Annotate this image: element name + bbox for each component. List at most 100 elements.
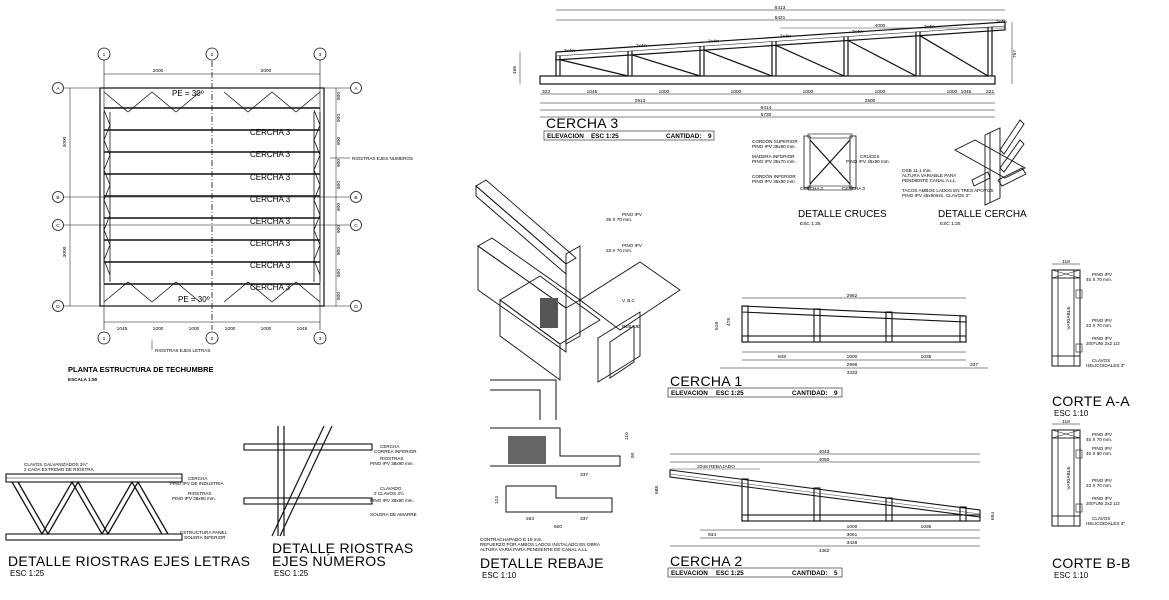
- plan-right-dim: 900: [336, 292, 342, 300]
- ca-note-5: PINO IPV: [1092, 336, 1113, 341]
- axis-bubble-label: D: [56, 304, 60, 310]
- c3-diagonal: [919, 35, 989, 77]
- rl-note-7: ESTRUCTURA PANEL: [180, 530, 228, 535]
- iso-note-4: 33 X 70 mm.: [606, 248, 632, 253]
- c2-dim-0: 4043: [819, 449, 830, 455]
- c3-diagonal: [631, 54, 701, 77]
- plan-truss-label: CERCHA 3: [250, 261, 291, 270]
- ca-note-7: CLAVOS: [1092, 358, 1110, 363]
- cb-dim-1: 118: [1062, 419, 1070, 425]
- axis-bubble-label: 1: [103, 52, 106, 58]
- detcercha-note-3: PENDIENTE CANAL A.LL.: [902, 178, 956, 183]
- plan-bottom-dim: 1000: [261, 326, 272, 332]
- detalle-riostras-ejes-numeros: CERCHA CORREA INFERIOR RIOSTRAS PINO IPV…: [243, 425, 417, 578]
- ca-note-8: HELICOIDALES 3": [1086, 363, 1125, 368]
- rb-note-3: ALTURA VARIA PARA PENDIENTE DE CANAL A.L…: [480, 547, 589, 552]
- plan-scale: ESCALA 1:50: [68, 377, 98, 382]
- axis-bubble: [52, 82, 64, 94]
- plan-right-dim: 900: [336, 92, 342, 100]
- rn-title-1: DETALLE RIOSTRAS: [272, 540, 413, 556]
- axis-bubble-label: C: [56, 223, 60, 229]
- rn-title-2: EJES NÚMEROS: [272, 553, 386, 569]
- ca-note-3: PINO IPV: [1092, 318, 1113, 323]
- axis-bubble: [52, 300, 64, 312]
- cruces-tag-2: CERCHA 3: [842, 186, 865, 191]
- rb-dim-4: 263: [526, 516, 534, 522]
- c3-elev-label: ELEVACION: [547, 133, 584, 140]
- axis-bubble-label: 2: [211, 336, 214, 342]
- cercha-3-elevation: 6413 6421 4000 2x4in2x4in2x4in2x4in2x4in…: [512, 5, 1018, 141]
- c2-dim-9: 654: [990, 512, 996, 520]
- c3-bottom-dim: 1000: [947, 89, 958, 95]
- c3-diagonal: [775, 44, 845, 77]
- c3-member-label: 2x4in: [996, 19, 1007, 24]
- c3-bottom-dim: 1000: [803, 89, 814, 95]
- plan-right-dim: 900: [336, 269, 342, 277]
- rn-scale: ESC 1:25: [274, 569, 309, 578]
- cb-dim-2: VARIABLE: [1066, 466, 1072, 489]
- axis-bubble-label: B: [354, 195, 357, 201]
- c2-dim-10: 688: [654, 486, 660, 494]
- rn-note-5: CLAVADO: [380, 486, 402, 491]
- plan-side-dim-1: 3000: [62, 136, 68, 147]
- rl-scale: ESC 1:25: [10, 569, 45, 578]
- c3-bottom-dim: 1045: [587, 89, 598, 95]
- detcercha-note-5: PINO IPV 45x90mm. CLAVOS 3": [902, 193, 970, 198]
- detalle-cruces: CORDÓN SUPERIOR PINO IPV 35x90 mm. MADER…: [752, 133, 890, 227]
- plan-right-dim: 800: [336, 247, 342, 255]
- rn-note-4: PINO IPV 38x90 mm.: [370, 461, 414, 466]
- iso-note-3: PINO IPV: [622, 243, 643, 248]
- c2-dim-2: 2048 REBAJADO: [697, 464, 735, 470]
- c1-dim-overall: 2962: [847, 293, 858, 299]
- iso-note-1: PINO IPV: [622, 212, 643, 217]
- rb-dim-5: 337: [580, 516, 588, 522]
- cb-note-3: PINO IPV: [1092, 446, 1113, 451]
- c2-title: CERCHA 2: [670, 553, 742, 569]
- axis-bubble: [350, 191, 362, 203]
- rebaje-isometric: [475, 179, 681, 383]
- cb-note-6: 23 X 70 mm.: [1086, 483, 1112, 488]
- rb-dim-7: 124: [494, 496, 500, 504]
- plan-truss-label: CERCHA 3: [250, 217, 291, 226]
- detcercha-note-2: ALTURA VARIABLE PARA: [902, 173, 957, 178]
- c1-qty: 9: [834, 390, 838, 397]
- rl-note-1: CLAVOS GALVANIZADOS 3½": [24, 461, 88, 467]
- c2-dim-3: 934: [708, 532, 716, 538]
- c3-title: CERCHA 3: [546, 115, 618, 131]
- plan-top-dim-1: 2000: [153, 68, 164, 74]
- plan-bottom-dim: 1000: [153, 326, 164, 332]
- plan-side-dim-2: 3000: [62, 246, 68, 257]
- c3-left-dim: 466: [512, 66, 518, 74]
- axis-bubble: [205, 47, 219, 61]
- plan-truss-label: CERCHA 3: [250, 150, 291, 159]
- axis-bubble-label: D: [354, 304, 358, 310]
- ca-note-1: PINO IPV: [1092, 272, 1113, 277]
- c1-elev-label: ELEVACION: [671, 390, 708, 397]
- cb-note-10: HELICOIDALES 3": [1086, 521, 1125, 526]
- plan-right-dim: 900: [336, 225, 342, 233]
- c2-dim-5: 1035: [921, 524, 932, 530]
- c3-qty-label: CANTIDAD:: [666, 133, 702, 140]
- cruces-note-2: PINO IPV 35x90 mm.: [752, 144, 796, 149]
- plan-bottom-dim: 1045: [117, 326, 128, 332]
- detcercha-note-4: TACOS AMBOS LADOS EN TRES APOYOS: [902, 188, 993, 193]
- cb-note-9: CLAVOS: [1092, 516, 1110, 521]
- c2-scale: ESC 1:25: [716, 570, 744, 577]
- axis-bubble: [313, 331, 327, 345]
- axis-bubble-label: C: [354, 223, 358, 229]
- plan-note-riostras-numeros: RIOSTRAS EJES NUMEROS: [352, 156, 413, 161]
- axis-bubble: [350, 82, 362, 94]
- detcercha-title: DETALLE CERCHA: [938, 209, 1027, 220]
- corte-b-b: 118 VARIABLE PINO IPV 45 X 70 mm. PINO I…: [1051, 419, 1130, 580]
- c3-bottom-dim: 1000: [875, 89, 886, 95]
- plan-bottom-dim: 1045: [297, 326, 308, 332]
- c2-dim-7: 3428: [847, 540, 858, 546]
- c1-dim-6: 337: [970, 362, 978, 368]
- c3-member-label: 2x4in: [924, 24, 935, 29]
- cruces-note-7: CRUCES: [860, 154, 879, 159]
- axis-bubble: [97, 331, 111, 345]
- cruces-title: DETALLE CRUCES: [798, 209, 887, 220]
- plan-truss-label: CERCHA 3: [250, 173, 291, 182]
- c3-top-dim-1: 6413: [775, 5, 786, 11]
